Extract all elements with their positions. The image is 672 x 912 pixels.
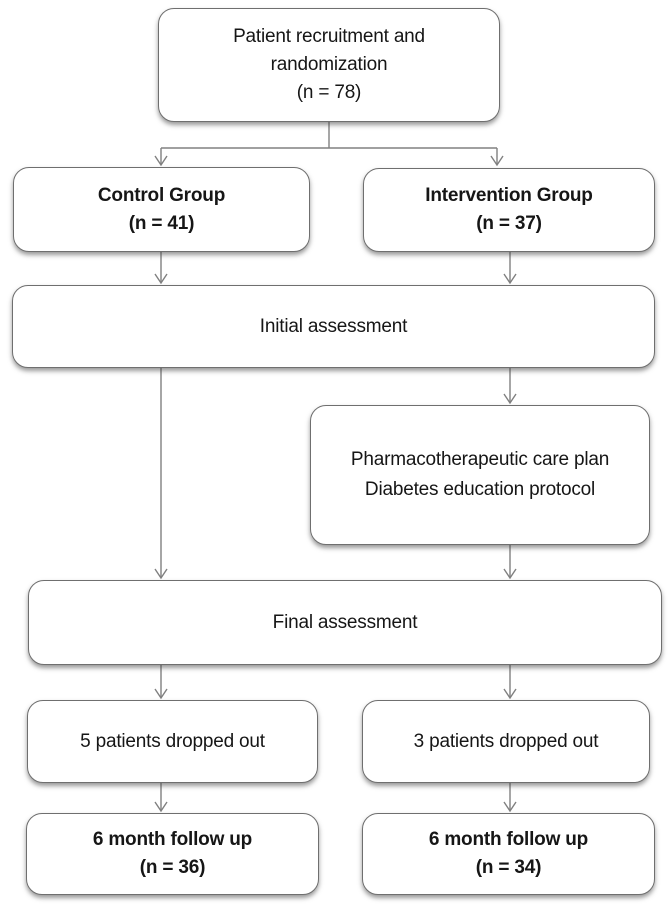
node-initial-assessment: Initial assessment	[12, 285, 655, 368]
node-control-group-count: (n = 41)	[128, 212, 195, 234]
edge-final-to-dropout-left	[154, 665, 168, 700]
node-control-group-title: Control Group	[97, 184, 226, 206]
edge-initial-to-careplan	[503, 368, 517, 405]
node-recruitment-line-1: Patient recruitment and	[233, 26, 425, 47]
node-care-plan-line-1: Pharmacotherapeutic care plan	[350, 449, 610, 470]
node-dropout-intervention: 3 patients dropped out	[362, 700, 650, 783]
node-dropout-control-label: 5 patients dropped out	[80, 730, 265, 752]
node-followup-control-count: (n = 36)	[139, 857, 206, 878]
node-followup-intervention: 6 month follow up (n = 34)	[362, 813, 655, 895]
node-recruitment-line-2: randomization	[270, 54, 388, 75]
node-dropout-intervention-label: 3 patients dropped out	[413, 730, 599, 752]
node-followup-intervention-count: (n = 34)	[475, 857, 542, 878]
node-recruitment: Patient recruitment and randomization (n…	[158, 8, 500, 122]
edge-careplan-to-final	[503, 545, 517, 580]
edge-dropout-left-to-followup-left	[154, 783, 168, 813]
edge-control-to-initial	[154, 252, 168, 285]
edge-initial-to-final	[154, 368, 168, 580]
node-final-assessment: Final assessment	[28, 580, 662, 665]
node-final-assessment-label: Final assessment	[272, 611, 418, 633]
node-dropout-control: 5 patients dropped out	[27, 700, 318, 783]
node-intervention-group: Intervention Group (n = 37)	[363, 168, 655, 252]
edge-recruitment-to-intervention	[490, 148, 504, 167]
edge-recruitment-split	[161, 122, 497, 149]
node-recruitment-count: (n = 78)	[296, 82, 362, 103]
edge-intervention-to-initial	[503, 252, 517, 285]
node-followup-intervention-title: 6 month follow up	[428, 829, 589, 850]
node-care-plan-line-2: Diabetes education protocol	[364, 479, 596, 500]
node-followup-control: 6 month follow up (n = 36)	[26, 813, 319, 895]
node-intervention-group-count: (n = 37)	[476, 213, 542, 234]
node-initial-assessment-label: Initial assessment	[259, 315, 408, 337]
node-intervention-group-title: Intervention Group	[425, 185, 593, 206]
edge-dropout-right-to-followup-right	[503, 783, 517, 813]
edge-recruitment-to-control	[154, 148, 168, 167]
node-care-plan: Pharmacotherapeutic care plan Diabetes e…	[310, 405, 650, 545]
node-control-group: Control Group (n = 41)	[13, 167, 310, 252]
edge-final-to-dropout-right	[503, 665, 517, 700]
node-followup-control-title: 6 month follow up	[92, 829, 253, 850]
